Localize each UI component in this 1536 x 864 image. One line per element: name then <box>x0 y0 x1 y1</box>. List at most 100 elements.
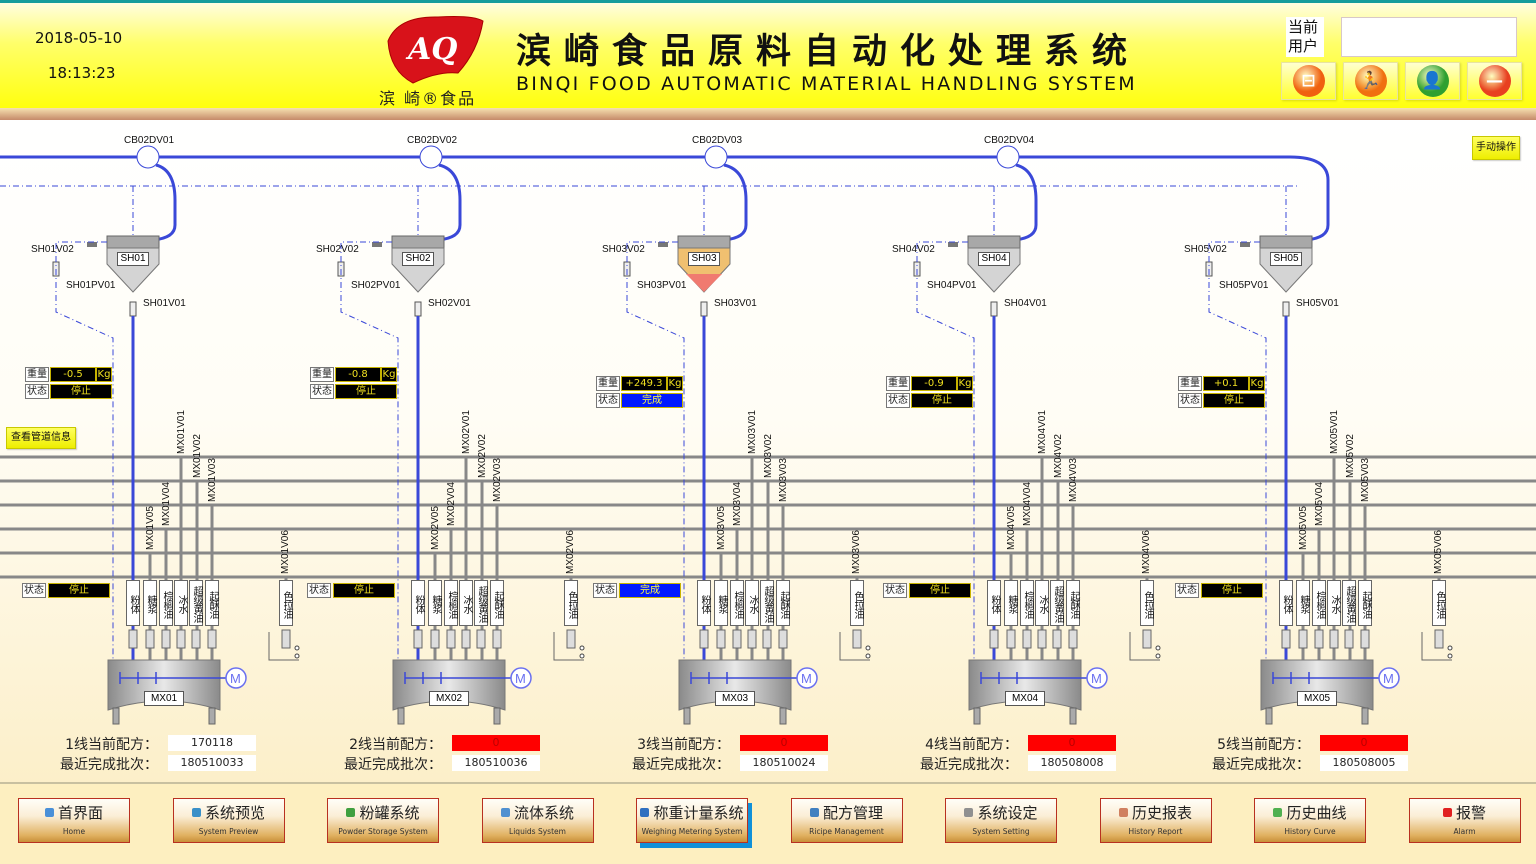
drain-node <box>579 645 585 651</box>
ingredient-label: 起酥油 <box>490 580 504 626</box>
motor-label: M <box>1091 671 1102 686</box>
logo-text: 滨 崎®食品 <box>379 89 477 108</box>
ingredient-label: 粉体 <box>987 580 1001 626</box>
recipe-icon <box>809 808 819 817</box>
mixer-name: MX01 <box>144 691 184 706</box>
ingredient-label: 棕榈油 <box>730 580 744 626</box>
mixer-name: MX03 <box>715 691 755 706</box>
mixer-leg <box>779 707 787 725</box>
exit-button[interactable]: — <box>1467 62 1522 100</box>
nav-label: 流体系统 <box>483 802 593 823</box>
current-recipe-value: 0 <box>740 735 828 751</box>
mixer-leg <box>683 707 691 725</box>
ingredient-valve <box>145 629 155 649</box>
current-recipe-value: 170118 <box>168 735 256 751</box>
hopper-lid <box>391 235 445 249</box>
valve-label: MX03V05 <box>716 506 727 550</box>
motor-icon <box>510 667 532 689</box>
feed-pipe <box>1013 163 1038 242</box>
batch-label: 最近完成批次： <box>632 757 730 773</box>
weight-tag: 重量 <box>310 367 334 382</box>
manual-operation-button[interactable]: 手动操作 <box>1472 136 1520 160</box>
ingredient-valve <box>732 629 742 649</box>
hopper-name: SH04 <box>978 252 1010 266</box>
liquid-icon <box>500 808 510 817</box>
vibrator <box>948 242 958 247</box>
valve-label: MX05V03 <box>1360 458 1371 502</box>
nav-label-cn: 历史曲线 <box>1286 804 1347 822</box>
recipe-label: 2线当前配方： <box>349 737 442 753</box>
ingredient-valve <box>492 629 502 649</box>
login-button[interactable]: ⊟ <box>1281 62 1336 100</box>
valve-label: MX03V06 <box>851 530 862 574</box>
view-pipeline-info-button[interactable]: 查看管道信息 <box>6 427 76 449</box>
valve-label: SH05PV01 <box>1219 280 1269 291</box>
hopper-status: 停止 <box>911 393 973 408</box>
user-manage-button[interactable]: 👤 <box>1405 62 1460 100</box>
valve-label: MX04V06 <box>1141 530 1152 574</box>
mixer-name: MX05 <box>1297 691 1337 706</box>
ingredient-label: 棕榈油 <box>1312 580 1326 626</box>
run-icon: 🏃 <box>1354 65 1387 97</box>
drain-node <box>1155 653 1161 659</box>
nav-label-en: System Setting <box>972 827 1030 836</box>
drain-node <box>579 653 585 659</box>
user-icon: 👤 <box>1416 65 1449 97</box>
scale-icon <box>640 808 650 817</box>
recipe-label: 4线当前配方： <box>925 737 1018 753</box>
vent-line <box>340 241 399 675</box>
powder-icon <box>346 808 356 817</box>
header-divider <box>0 108 1536 120</box>
drain-node <box>294 645 300 651</box>
nav-history-report[interactable]: 历史报表 History Report <box>1099 798 1212 843</box>
valve-label: MX04V04 <box>1022 482 1033 526</box>
valve-label: SH01V02 <box>31 244 74 255</box>
mixer-leg <box>493 707 501 725</box>
current-user-label: 当前用户 <box>1286 17 1324 57</box>
valve-label: MX05V05 <box>1298 506 1309 550</box>
drain-node <box>294 653 300 659</box>
hopper-status: 停止 <box>1203 393 1265 408</box>
ingredient-label: 超级黄油 <box>1342 580 1356 626</box>
motor-icon <box>1086 667 1108 689</box>
drain <box>1129 632 1160 661</box>
nav-label: 报警 <box>1410 802 1520 823</box>
ingredient-label: 粉体 <box>697 580 711 626</box>
ingredient-valve <box>1022 629 1032 649</box>
weight-value: -0.8 <box>335 367 381 382</box>
nav-label: 配方管理 <box>792 802 902 823</box>
valve-label: MX02V01 <box>461 410 472 454</box>
nav-label-en: Ricipe Management <box>809 827 884 836</box>
valve-label: MX02V02 <box>477 434 488 478</box>
status-tag: 状态 <box>307 583 331 598</box>
nav-label-en: History Report <box>1128 827 1183 836</box>
recipe-label: 1线当前配方： <box>65 737 158 753</box>
ingredient-label: 超级黄油 <box>474 580 488 626</box>
current-time: 18:13:23 <box>48 64 116 82</box>
ingredient-valve <box>1298 629 1308 649</box>
nav-label-cn: 历史报表 <box>1131 804 1192 822</box>
ingredient-valve <box>128 629 138 649</box>
ingredient-valve <box>1052 629 1062 649</box>
discharge-valve <box>129 301 137 317</box>
nav-ricipe-management[interactable]: 配方管理 Ricipe Management <box>790 798 903 843</box>
ingredient-valve <box>430 629 440 649</box>
current-user-field <box>1341 17 1517 57</box>
gear-icon <box>964 808 974 817</box>
color-oil-label: 色拉油 <box>279 580 293 626</box>
nav-label-cn: 报警 <box>1455 804 1486 822</box>
valve-label: MX05V02 <box>1345 434 1356 478</box>
last-batch-value: 180510036 <box>452 755 540 771</box>
nav-label-en: Powder Storage System <box>338 827 428 836</box>
ingredient-label: 糖浆 <box>428 580 442 626</box>
logout-button[interactable]: 🏃 <box>1343 62 1398 100</box>
diverter-label: CB02DV01 <box>124 135 175 146</box>
